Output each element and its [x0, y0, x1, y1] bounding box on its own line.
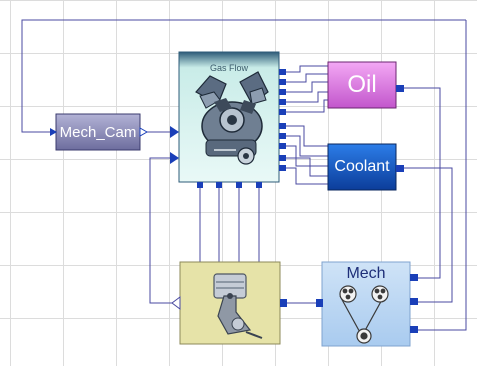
wire-engine-coolant-3	[286, 145, 328, 167]
coolant-block[interactable]	[327, 143, 404, 191]
mech-cam-input-port[interactable]	[50, 128, 57, 136]
wire-mech-out-top	[404, 87, 441, 279]
oil-output-port[interactable]	[396, 85, 404, 92]
wire-engine-oil-5	[286, 99, 328, 113]
wire-piston-to-engine	[149, 157, 178, 304]
oil-block[interactable]	[327, 61, 404, 109]
mech-cam-output-port[interactable]	[139, 127, 149, 137]
engine-input-port-2[interactable]	[170, 152, 179, 164]
engine-block[interactable]	[170, 51, 286, 188]
wire-outer-loop	[21, 19, 466, 133]
wire-engine-oil-3	[286, 81, 328, 93]
wire-outer-right	[418, 20, 467, 331]
connection-wires	[21, 19, 467, 331]
piston-crank-icon	[213, 273, 263, 339]
wire-engine-coolant-4	[286, 157, 328, 177]
wire-engine-oil-1	[286, 65, 328, 73]
engine-bottom-ports[interactable]	[197, 182, 262, 188]
engine-icon	[195, 71, 269, 165]
wire-engine-coolant-5	[286, 167, 328, 185]
wire-engine-coolant-1	[286, 125, 328, 147]
wire-engine-oil-2	[286, 73, 328, 83]
engine-input-port-1[interactable]	[170, 126, 179, 138]
piston-block[interactable]	[171, 261, 287, 345]
mech-output-port-2[interactable]	[410, 298, 418, 305]
mech-output-port-1[interactable]	[410, 274, 418, 281]
wire-engine-coolant-2	[286, 135, 328, 157]
mech-block[interactable]	[316, 261, 418, 347]
engine-output-ports[interactable]	[279, 69, 286, 171]
piston-input-port[interactable]	[171, 296, 181, 310]
mech-input-port[interactable]	[316, 299, 323, 307]
mech-output-port-3[interactable]	[410, 326, 418, 333]
piston-output-port[interactable]	[280, 299, 287, 307]
wire-mech-out-mid	[404, 167, 453, 303]
wire-engine-oil-4	[286, 91, 328, 103]
coolant-output-port[interactable]	[396, 165, 404, 172]
mech-cam-block[interactable]	[50, 113, 149, 151]
gear-belt-icon	[339, 285, 389, 344]
